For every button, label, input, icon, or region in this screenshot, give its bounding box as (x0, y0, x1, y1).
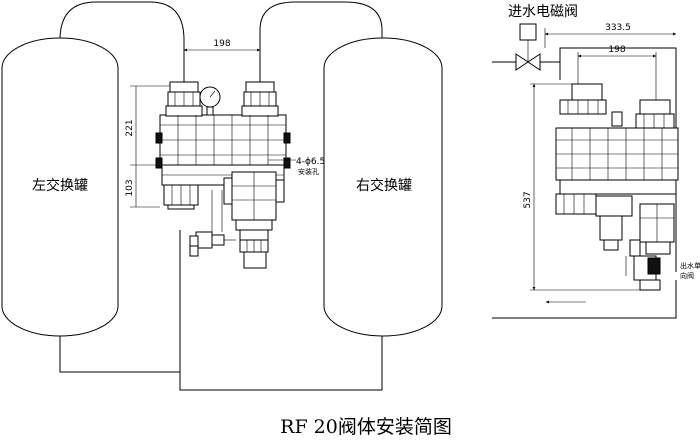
dim-width-right: 333.5 (544, 23, 677, 48)
pipe-loop-left (59, 1, 185, 85)
dim-221: 221 (125, 119, 135, 136)
install-hole-callout: 4-ϕ6.5 安装孔 (268, 157, 325, 176)
dim-vertical-left: 221 103 (125, 85, 170, 208)
pipe-loop-right-lower (179, 230, 383, 391)
install-hole-size: 4-ϕ6.5 (296, 157, 325, 167)
outlet-check-valve-label-2: 向阀 (680, 271, 694, 280)
dim-198-right: 198 (608, 45, 625, 55)
dim-537: 537 (523, 191, 533, 208)
install-hole-label: 安装孔 (298, 167, 319, 176)
right-tank-label: 右交换罐 (356, 177, 412, 194)
dim-198-left: 198 (213, 39, 230, 49)
dim-height-right: 537 (523, 83, 640, 291)
outlet-check-valve-label-1: 出水单 (680, 261, 700, 270)
pipe-loop-right (259, 1, 383, 85)
left-tank-label: 左交换罐 (32, 177, 88, 194)
pipe-loop-left-inner (59, 330, 180, 373)
left-tank (1, 37, 119, 337)
right-valve-body (555, 83, 679, 291)
dim-spacing-right: 198 (577, 45, 657, 100)
inlet-solenoid-valve (515, 23, 541, 71)
right-tank (323, 37, 443, 337)
dim-103: 103 (125, 179, 135, 196)
inlet-valve-label: 进水电磁阀 (508, 4, 578, 20)
dim-horizontal-left: 198 (183, 39, 261, 52)
dim-333: 333.5 (605, 23, 631, 33)
left-valve-body (155, 81, 291, 269)
diagram-title: RF 20阀体安装简图 (280, 416, 452, 438)
